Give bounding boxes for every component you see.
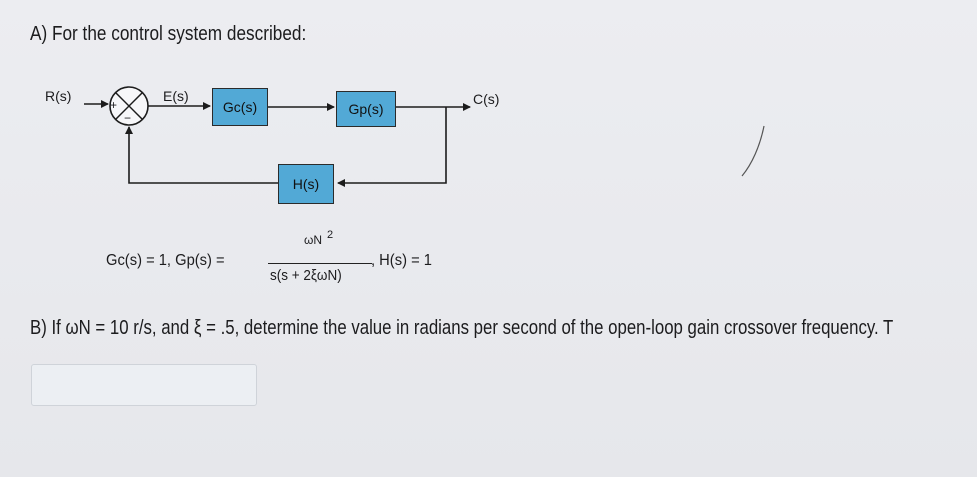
controller-block-label: Gc(s) (222, 99, 258, 115)
plant-block-label: Gp(s) (348, 101, 384, 117)
feedback-return (125, 126, 278, 184)
feedback-pickoff (337, 107, 447, 187)
gp-numerator-power: 2 (327, 229, 334, 241)
answer-input[interactable] (31, 364, 257, 406)
part-b-prompt: B) If ωN = 10 r/s, and ξ = .5, determine… (30, 317, 894, 339)
pen-mark (741, 125, 765, 177)
gc-gp-equation: Gc(s) = 1, Gp(s) = (106, 252, 225, 269)
h-equation: , H(s) = 1 (371, 252, 432, 269)
gp-numerator: ωN (304, 233, 323, 247)
part-a-prompt: A) For the control system described: (30, 23, 307, 45)
feedback-block-label: H(s) (292, 176, 320, 192)
plus-sign: + (110, 98, 118, 112)
error-label: E(s) (163, 88, 189, 104)
feedback-block: H(s) (278, 164, 334, 204)
summing-junction (109, 86, 149, 126)
controller-block: Gc(s) (212, 88, 268, 126)
plant-block: Gp(s) (336, 91, 396, 127)
output-label: C(s) (473, 91, 500, 107)
minus-sign: − (124, 111, 132, 125)
fraction-bar (268, 263, 372, 265)
input-label: R(s) (45, 88, 72, 104)
gp-denominator: s(s + 2ξωN) (270, 267, 342, 284)
